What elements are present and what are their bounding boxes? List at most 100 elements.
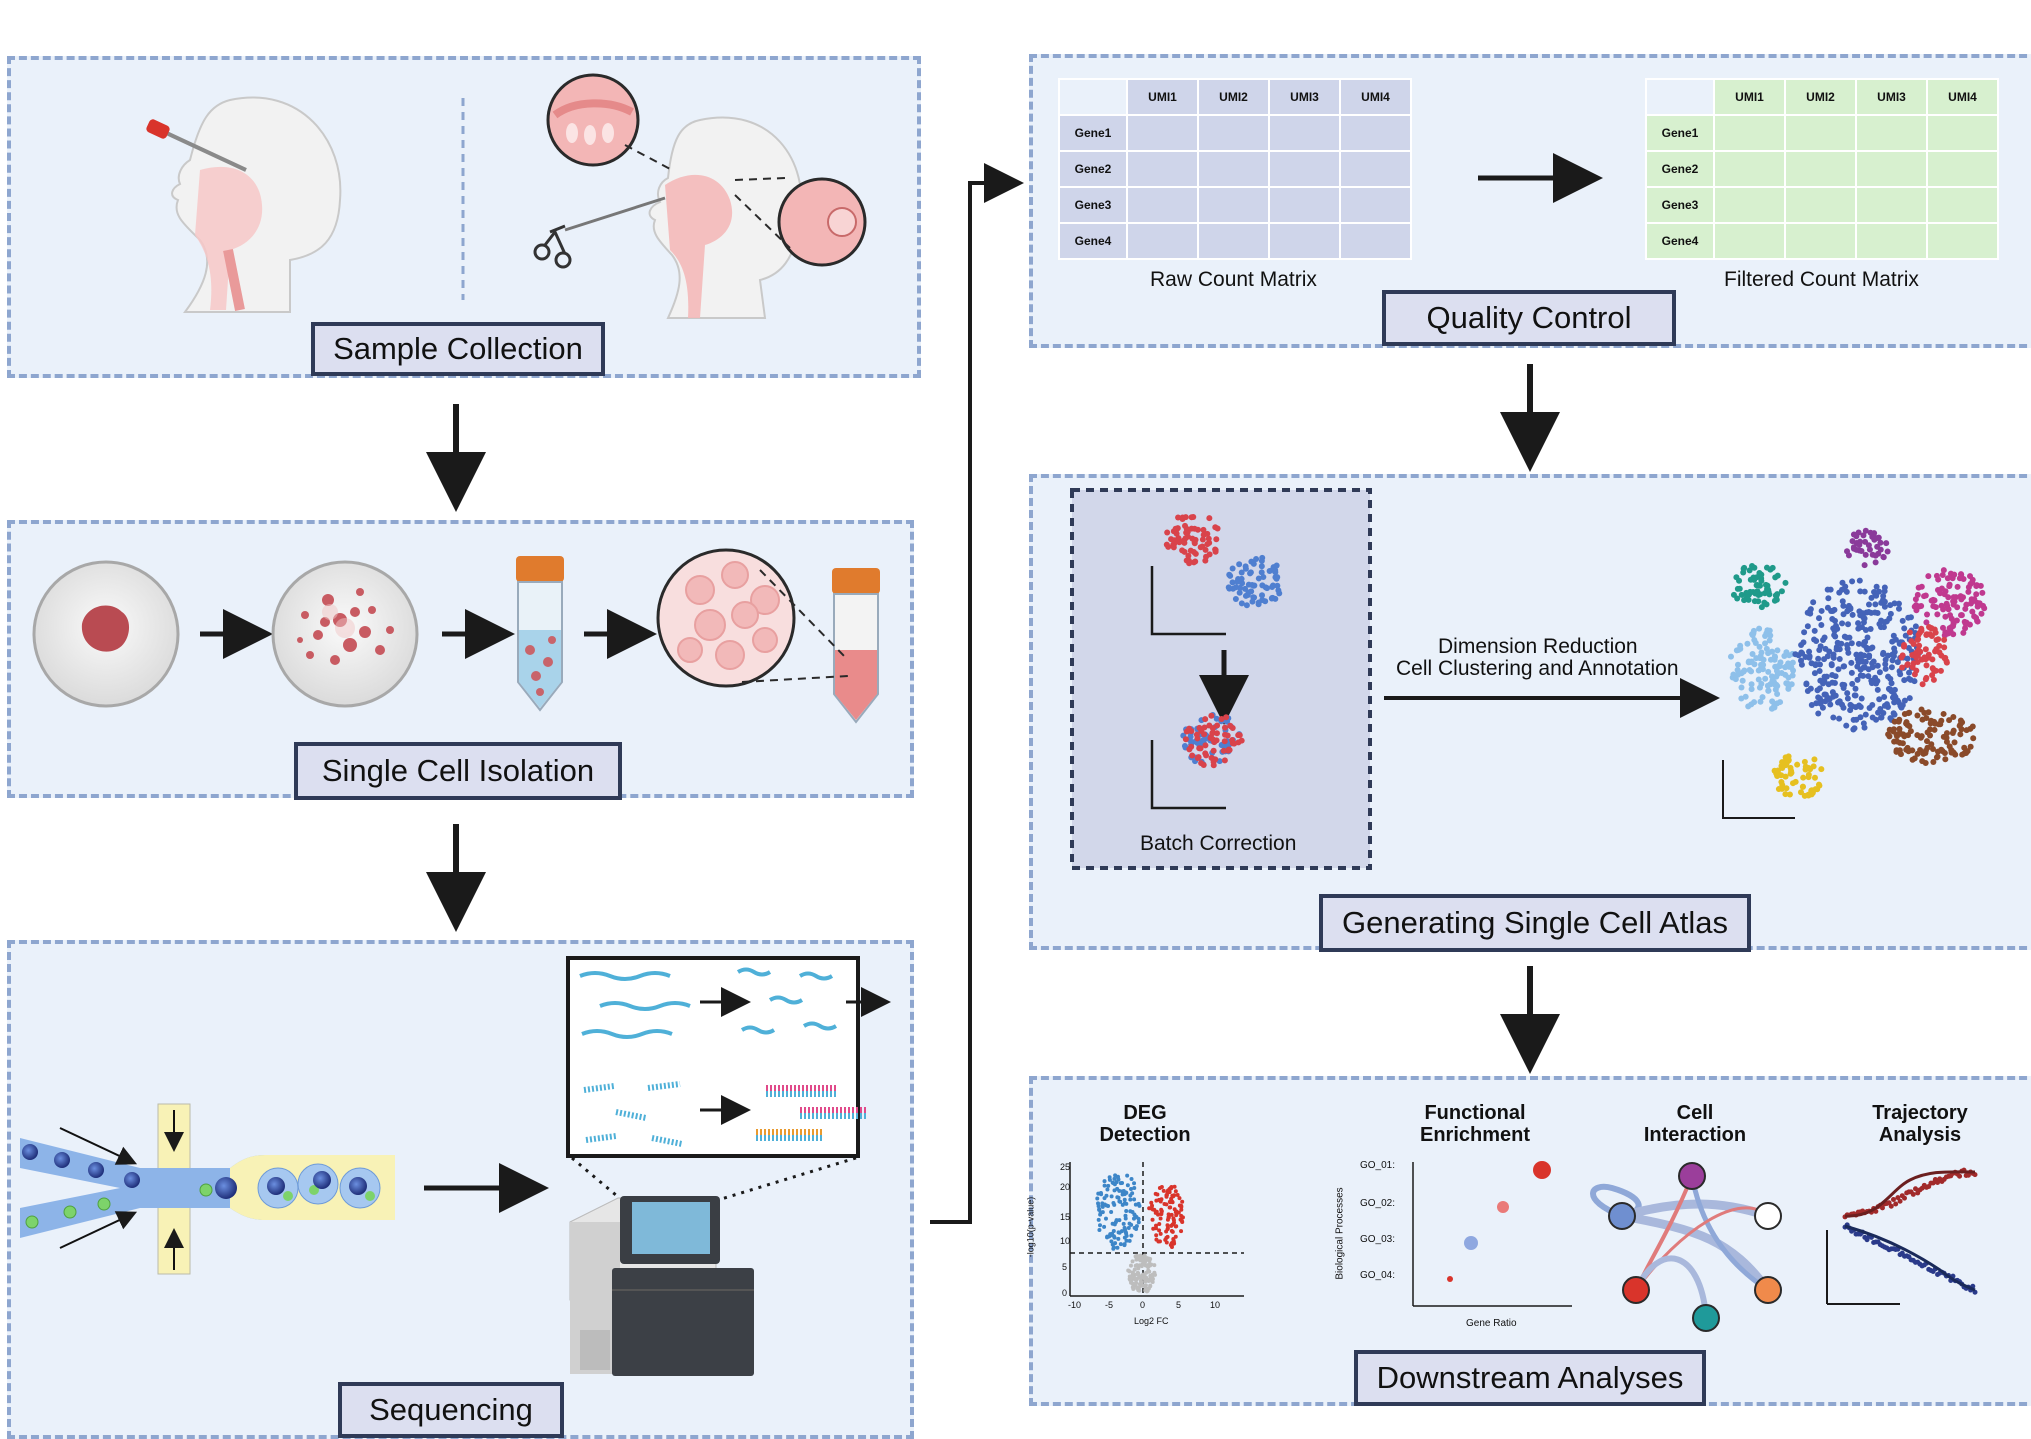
volcano-point (1115, 1245, 1120, 1250)
batch-point (1206, 551, 1213, 558)
umap-point (1947, 628, 1954, 635)
filtered-row-header: Gene2 (1645, 150, 1715, 188)
umap-point (1761, 599, 1768, 606)
umap-point (1867, 625, 1874, 632)
volcano-point (1130, 1191, 1135, 1196)
batch-point (1163, 541, 1170, 548)
umap-point (1886, 615, 1893, 622)
raw-count-matrix-label: Raw Count Matrix (1150, 268, 1317, 291)
umap-point (1782, 757, 1789, 764)
umap-point (1919, 681, 1926, 688)
umap-point (1749, 631, 1756, 638)
volcano-point (1157, 1221, 1162, 1226)
umap-point (1860, 532, 1867, 539)
trajectory-point (1897, 1198, 1903, 1204)
umap-point (1973, 591, 1980, 598)
batch-point (1185, 552, 1192, 559)
umap-point (1906, 695, 1913, 702)
volcano-point (1164, 1193, 1169, 1198)
umap-point (1742, 693, 1749, 700)
umap-point (1852, 685, 1859, 692)
umap-point (1762, 640, 1769, 647)
volcano-point (1172, 1241, 1177, 1246)
umap-point (1952, 751, 1959, 758)
umap-point (1760, 656, 1767, 663)
umap-point (1844, 690, 1851, 697)
batch-point (1218, 716, 1225, 723)
batch-point (1197, 745, 1204, 752)
umap-point (1869, 714, 1876, 721)
umap-point (1815, 781, 1822, 788)
umap-point (1967, 573, 1974, 580)
umap-point (1734, 585, 1741, 592)
enrichment-title: Functional Enrichment (1400, 1102, 1550, 1146)
umap-point (1878, 617, 1885, 624)
batch-point (1258, 563, 1265, 570)
enrichment-ylabel: Biological Processes (1334, 1187, 1346, 1280)
umap-point (1919, 716, 1926, 723)
interaction-title-line1: Cell (1676, 1102, 1714, 1124)
batch-point (1189, 752, 1196, 759)
volcano-point (1134, 1263, 1139, 1268)
batch-point (1208, 712, 1215, 719)
umap-point (1757, 591, 1764, 598)
volcano-point (1159, 1210, 1164, 1215)
umap-point (1767, 656, 1774, 663)
umap-point (1945, 594, 1952, 601)
volcano-point (1095, 1196, 1100, 1201)
batch-point (1231, 740, 1238, 747)
batch-point (1199, 737, 1206, 744)
umap-point (1903, 720, 1910, 727)
umap-point (1899, 702, 1906, 709)
volcano-point (1167, 1205, 1172, 1210)
trajectory-point (1888, 1203, 1894, 1209)
umap-point (1858, 695, 1865, 702)
volcano-point (1152, 1263, 1157, 1268)
umap-point (1883, 540, 1890, 547)
umap-point (1840, 704, 1847, 711)
volcano-point (1116, 1177, 1121, 1182)
umap-point (1915, 636, 1922, 643)
umap-point (1843, 722, 1850, 729)
batch-point (1206, 515, 1213, 522)
umap-point (1779, 764, 1786, 771)
volcano-point (1136, 1201, 1141, 1206)
volcano-xtick: 0 (1140, 1300, 1146, 1310)
volcano-point (1096, 1217, 1101, 1222)
umap-point (1944, 575, 1951, 582)
batch-point (1212, 524, 1219, 531)
umap-point (1887, 610, 1894, 617)
umap-point (1930, 758, 1937, 765)
flow-arrows (426, 163, 1560, 1224)
batch-point (1234, 578, 1241, 585)
umap-point (1971, 596, 1978, 603)
umap-point (1806, 648, 1813, 655)
batch-point (1212, 548, 1219, 555)
umap-point (1734, 661, 1741, 668)
volcano-point (1117, 1218, 1122, 1223)
interaction-title: Cell Interaction (1630, 1102, 1760, 1146)
umap-point (1847, 701, 1854, 708)
umap-point (1861, 588, 1868, 595)
volcano-point (1112, 1176, 1117, 1181)
batch-point (1238, 575, 1245, 582)
falcon-tube-2 (832, 568, 880, 724)
umap-point (1928, 625, 1935, 632)
umap-point (1774, 690, 1781, 697)
umap-point (1825, 595, 1832, 602)
umap-point (1924, 744, 1931, 751)
umap-point (1877, 539, 1884, 546)
batch-point (1249, 581, 1256, 588)
umap-point (1865, 609, 1872, 616)
umap-point (1824, 586, 1831, 593)
batch-point (1259, 592, 1266, 599)
umap-point (1851, 692, 1858, 699)
trajectory-point (1957, 1173, 1963, 1179)
volcano-point (1132, 1185, 1137, 1190)
batch-point (1183, 529, 1190, 536)
batch-point (1202, 546, 1209, 553)
umap-point (1882, 661, 1889, 668)
volcano-point (1179, 1219, 1184, 1224)
umap-point (1732, 676, 1739, 683)
umap-point (1922, 646, 1929, 653)
